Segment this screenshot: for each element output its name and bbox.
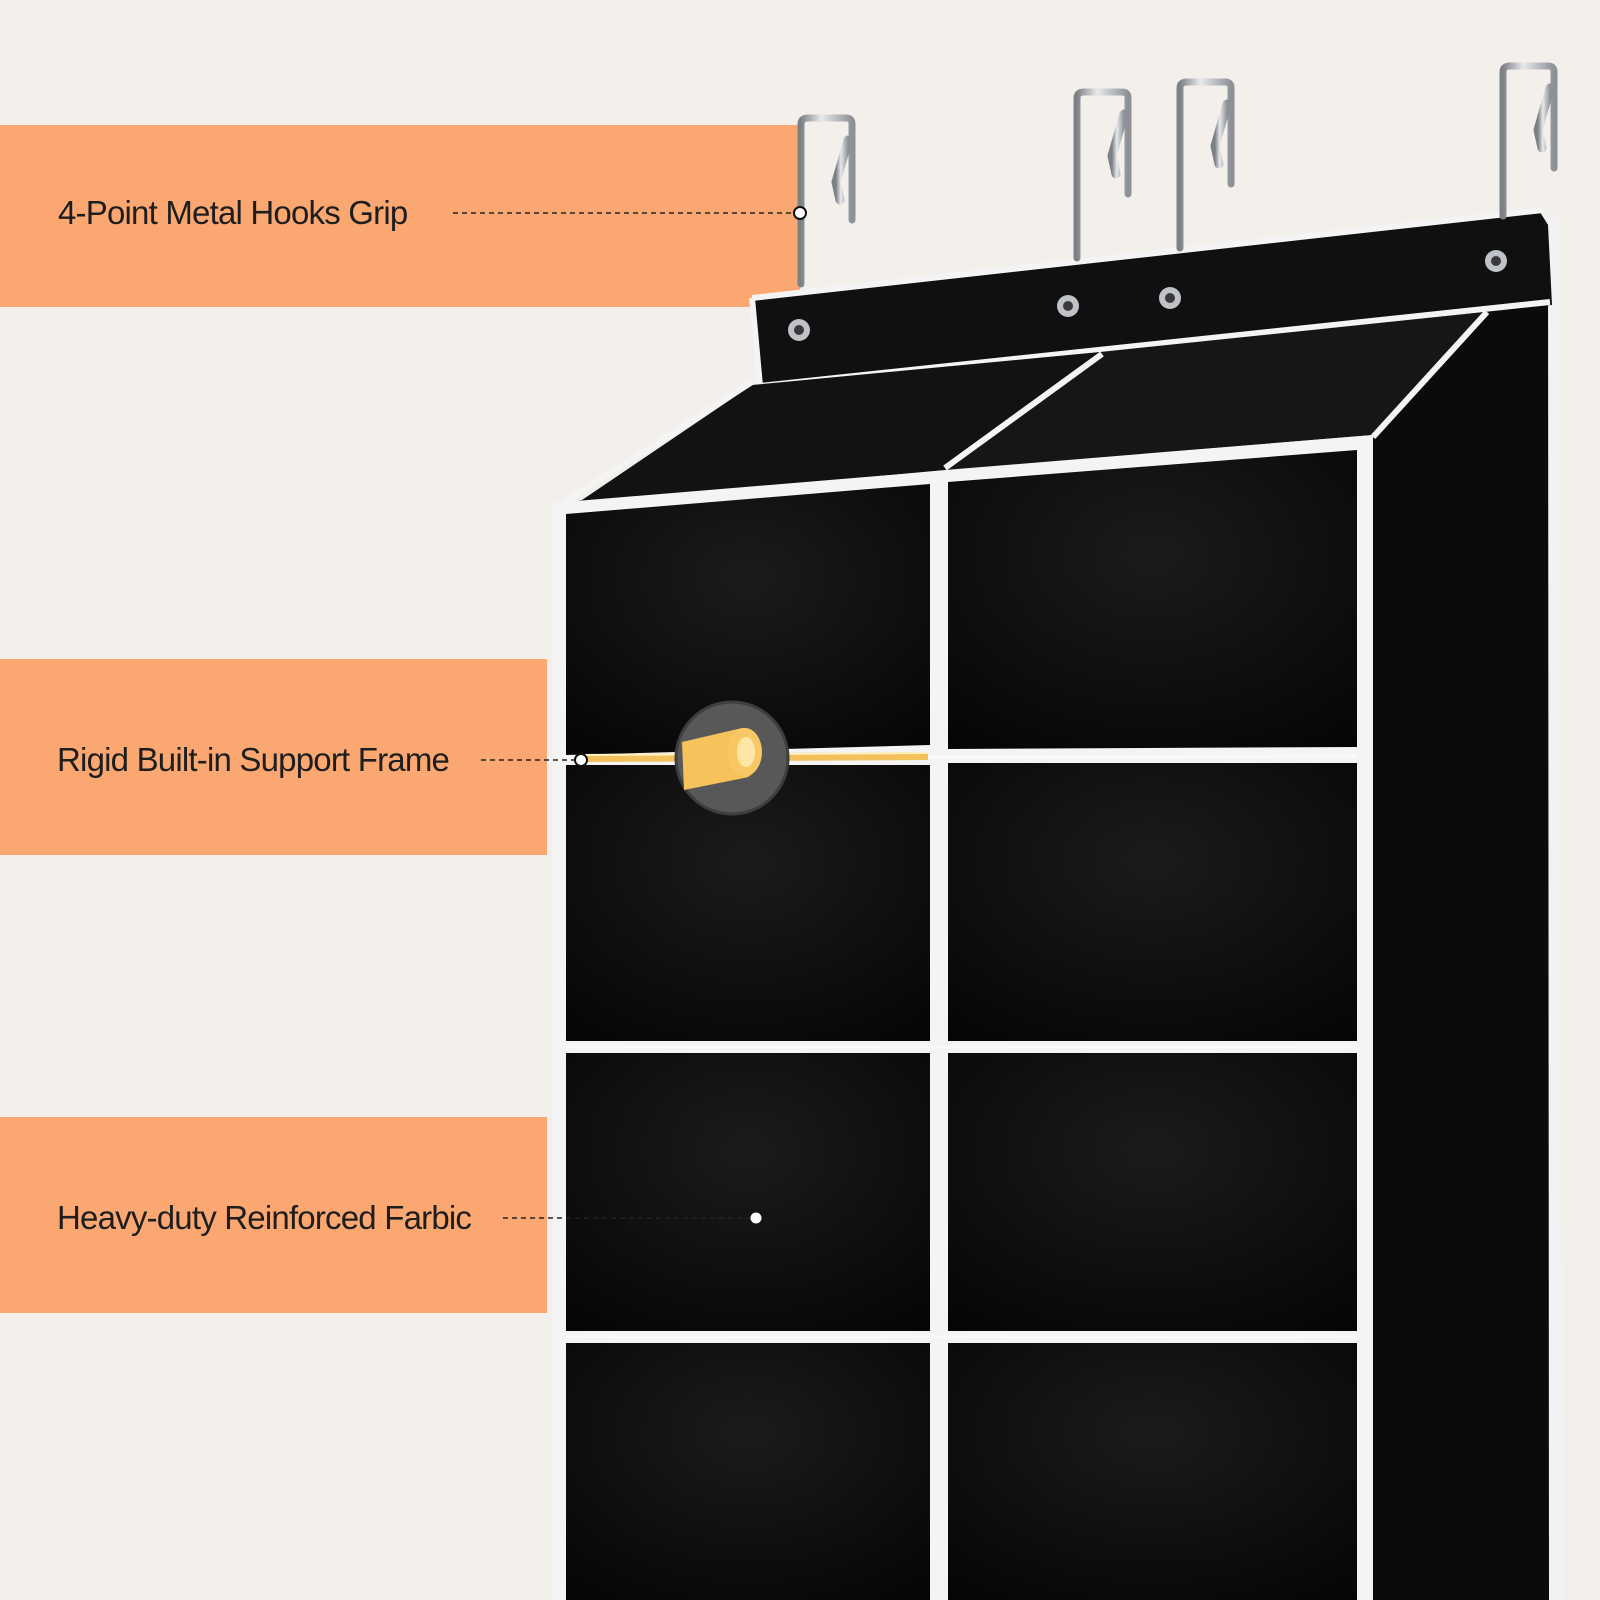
orange-band-hooks bbox=[0, 125, 800, 307]
orange-band-fabric bbox=[0, 1117, 547, 1313]
cell-r4-c2 bbox=[948, 1343, 1357, 1600]
grommet-3 bbox=[1159, 287, 1181, 309]
callout-leader-frame bbox=[481, 753, 588, 767]
cell-r4-c1 bbox=[566, 1343, 930, 1600]
hook-3-icon bbox=[1176, 78, 1235, 252]
cell-r1-c1 bbox=[566, 484, 930, 755]
callout-label-hooks: 4-Point Metal Hooks Grip bbox=[58, 194, 408, 231]
callout-label-frame: Rigid Built-in Support Frame bbox=[57, 741, 450, 778]
hook-4-icon bbox=[1499, 62, 1558, 220]
organizer-top-pockets bbox=[558, 309, 1490, 508]
grommet-2 bbox=[1057, 295, 1079, 317]
callout-label-fabric: Heavy-duty Reinforced Farbic bbox=[57, 1199, 472, 1236]
cell-r2-c2 bbox=[948, 763, 1357, 1041]
hook-1-icon bbox=[797, 114, 856, 288]
organizer-side-panel bbox=[1373, 212, 1563, 1600]
metal-hooks bbox=[797, 62, 1558, 288]
cell-r3-c2 bbox=[948, 1053, 1357, 1331]
grommet-4 bbox=[1485, 250, 1507, 272]
callout-leader-fabric bbox=[503, 1212, 762, 1224]
orange-band-frame bbox=[0, 659, 547, 855]
grommet-1 bbox=[788, 319, 810, 341]
grommets bbox=[788, 250, 1507, 341]
cell-r1-c2 bbox=[948, 450, 1357, 749]
organizer-front-panel bbox=[552, 435, 1373, 1600]
cell-r3-c1 bbox=[566, 1053, 930, 1331]
callout-leader-hooks bbox=[453, 206, 807, 220]
hook-2-icon bbox=[1073, 88, 1132, 262]
rod-cross-section-magnifier bbox=[674, 700, 790, 816]
